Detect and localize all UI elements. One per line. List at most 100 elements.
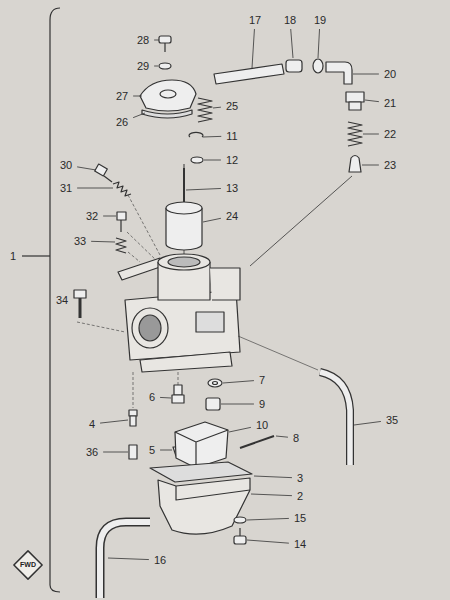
- leader-line: [318, 29, 320, 58]
- leader-line: [247, 540, 289, 543]
- needle-jet: [172, 385, 184, 403]
- air-screw: [95, 164, 112, 182]
- leader-line: [203, 136, 221, 138]
- drain-washer: [208, 379, 222, 387]
- leader-line: [229, 427, 251, 432]
- leader-line: [203, 218, 221, 222]
- cap-gasket: [142, 110, 192, 118]
- callout-number: 5: [147, 444, 157, 456]
- leader-line: [103, 216, 116, 217]
- leader-line: [100, 420, 128, 423]
- leader-line: [252, 29, 254, 68]
- callout-number: 13: [224, 182, 240, 194]
- starter-plunger: [349, 156, 361, 173]
- callout-number: 3: [295, 472, 305, 484]
- drain-plug: [206, 398, 220, 410]
- leader-line: [204, 160, 221, 161]
- o-ring: [313, 59, 323, 73]
- leader-line: [154, 66, 158, 67]
- callout-number: 17: [247, 14, 263, 26]
- throttle-slide: [166, 202, 202, 250]
- callout-number: 18: [282, 14, 298, 26]
- callout-number: 7: [257, 374, 267, 386]
- callout-number: 25: [224, 100, 240, 112]
- callout-number: 6: [147, 391, 157, 403]
- callout-number: 35: [384, 414, 400, 426]
- clamp-bolt: [74, 290, 86, 318]
- callout-number: 10: [254, 419, 270, 431]
- leader-line: [365, 100, 379, 102]
- leader-line: [77, 188, 113, 189]
- callout-number: 26: [114, 116, 130, 128]
- callout-number: 28: [135, 34, 151, 46]
- fwd-icon: [14, 551, 42, 579]
- direction-label: FWD: [19, 561, 37, 569]
- needle-clip: [189, 132, 203, 137]
- callout-number: 30: [58, 159, 74, 171]
- leader-line: [354, 421, 381, 425]
- callout-number: 19: [312, 14, 328, 26]
- callout-number: 29: [135, 60, 151, 72]
- callout-number: 23: [382, 159, 398, 171]
- callout-number: 14: [292, 538, 308, 550]
- leader-line: [247, 518, 289, 520]
- leader-line: [108, 558, 149, 560]
- vent-tube: [214, 64, 284, 84]
- leader-line: [221, 404, 254, 405]
- callout-number: 22: [382, 128, 398, 140]
- leader-line: [254, 476, 292, 478]
- callout-number: 16: [152, 554, 168, 566]
- callout-number: 1: [8, 250, 18, 262]
- starter-plunger-nut: [346, 92, 364, 110]
- stop-screw-spring: [116, 238, 126, 253]
- leader-line: [160, 397, 171, 399]
- leader-line: [362, 165, 379, 166]
- leader-line: [154, 40, 159, 41]
- washer: [159, 63, 171, 69]
- overflow-tube: [320, 372, 350, 465]
- leader-line: [186, 188, 221, 190]
- needle-retainer: [191, 157, 203, 163]
- callout-number: 8: [291, 432, 301, 444]
- elbow-fitting: [326, 62, 352, 84]
- callout-number: 9: [257, 398, 267, 410]
- leader-line: [276, 436, 288, 437]
- leader-line: [91, 241, 115, 243]
- callout-number: 34: [54, 294, 70, 306]
- callout-number: 36: [84, 446, 100, 458]
- callout-number: 33: [72, 235, 88, 247]
- leader-line: [160, 450, 172, 451]
- leader-line: [133, 96, 142, 97]
- throttle-spring: [198, 98, 212, 122]
- bracket-leader: [22, 255, 50, 256]
- throttle-stop-screw: [117, 212, 126, 232]
- tube-joint: [286, 60, 302, 72]
- leader-line: [103, 452, 128, 453]
- air-screw-spring: [113, 182, 131, 196]
- assembly-line: [250, 176, 352, 266]
- carburetor-body: [118, 254, 240, 372]
- callout-number: 24: [224, 210, 240, 222]
- callout-number: 12: [224, 154, 240, 166]
- bowl-screw: [234, 528, 246, 544]
- cap-screw: [159, 36, 171, 52]
- leader-line: [353, 74, 379, 75]
- leader-line: [213, 107, 221, 109]
- callout-number: 11: [224, 130, 239, 142]
- callout-number: 20: [382, 68, 398, 80]
- float: [175, 422, 228, 468]
- starter-jet: [129, 445, 137, 459]
- callout-number: 2: [295, 490, 305, 502]
- top-cap: [140, 80, 196, 111]
- leader-line: [251, 494, 292, 496]
- callout-number: 31: [58, 182, 74, 194]
- leader-line: [77, 167, 96, 170]
- leader-line: [363, 134, 379, 135]
- leader-line: [223, 381, 254, 383]
- leader-line: [291, 29, 293, 58]
- callout-number: 15: [292, 512, 308, 524]
- callout-number: 32: [84, 210, 100, 222]
- leader-line: [133, 113, 145, 118]
- bowl-washer: [234, 517, 246, 523]
- drain-tube: [100, 522, 150, 598]
